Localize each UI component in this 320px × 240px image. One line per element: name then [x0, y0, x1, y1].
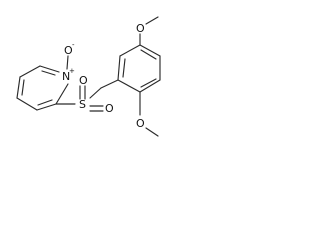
bond-b1-b2-double [122, 58, 126, 78]
atom-n: N [62, 70, 70, 83]
bond-b6-b1 [117, 79, 141, 93]
bond-c5-c6 [19, 65, 41, 78]
bond-c2-c3 [36, 103, 57, 111]
atom-o-noxide: O [64, 44, 73, 57]
pyridine-ring [16, 65, 69, 111]
bond-b3-b4-double [140, 49, 157, 60]
bond-c4-c5-double [21, 79, 25, 96]
chemical-structure-diagram: N + O - S O O O O [16, 16, 161, 137]
bond-n-o [66, 55, 69, 70]
bond-b3-b4 [139, 44, 161, 57]
bond-n-c2 [55, 83, 69, 105]
benzene-ring [117, 44, 161, 93]
bond-s-ch2 [89, 87, 102, 99]
atom-o-sulfonyl-top: O [79, 74, 88, 87]
atom-s: S [79, 98, 86, 111]
bond-c4-c5 [16, 76, 21, 99]
atom-o-methoxy-bottom: O [136, 117, 145, 130]
atom-o-noxide-charge: - [72, 41, 75, 49]
atom-o-sulfonyl-right: O [105, 102, 114, 115]
bond-b2-b3 [119, 44, 141, 57]
structure-canvas: N + O - S O O O O [0, 0, 193, 169]
bond-b5-b6 [139, 79, 161, 93]
bond-b1-b2 [117, 55, 121, 81]
bond-o-bottom-ch3 [145, 127, 159, 137]
bond-c6-n [39, 65, 60, 73]
bond-ch2-c1 [100, 79, 119, 89]
bond-c6-n-double [41, 70, 56, 76]
bond-c2-c3-double [37, 99, 53, 106]
atom-n-charge: + [69, 67, 75, 75]
bond-c3-c4 [16, 97, 38, 111]
atom-o-methoxy-top: O [136, 22, 145, 35]
bond-b5-b6-double [140, 78, 157, 88]
bond-o-top-ch3 [145, 16, 159, 25]
